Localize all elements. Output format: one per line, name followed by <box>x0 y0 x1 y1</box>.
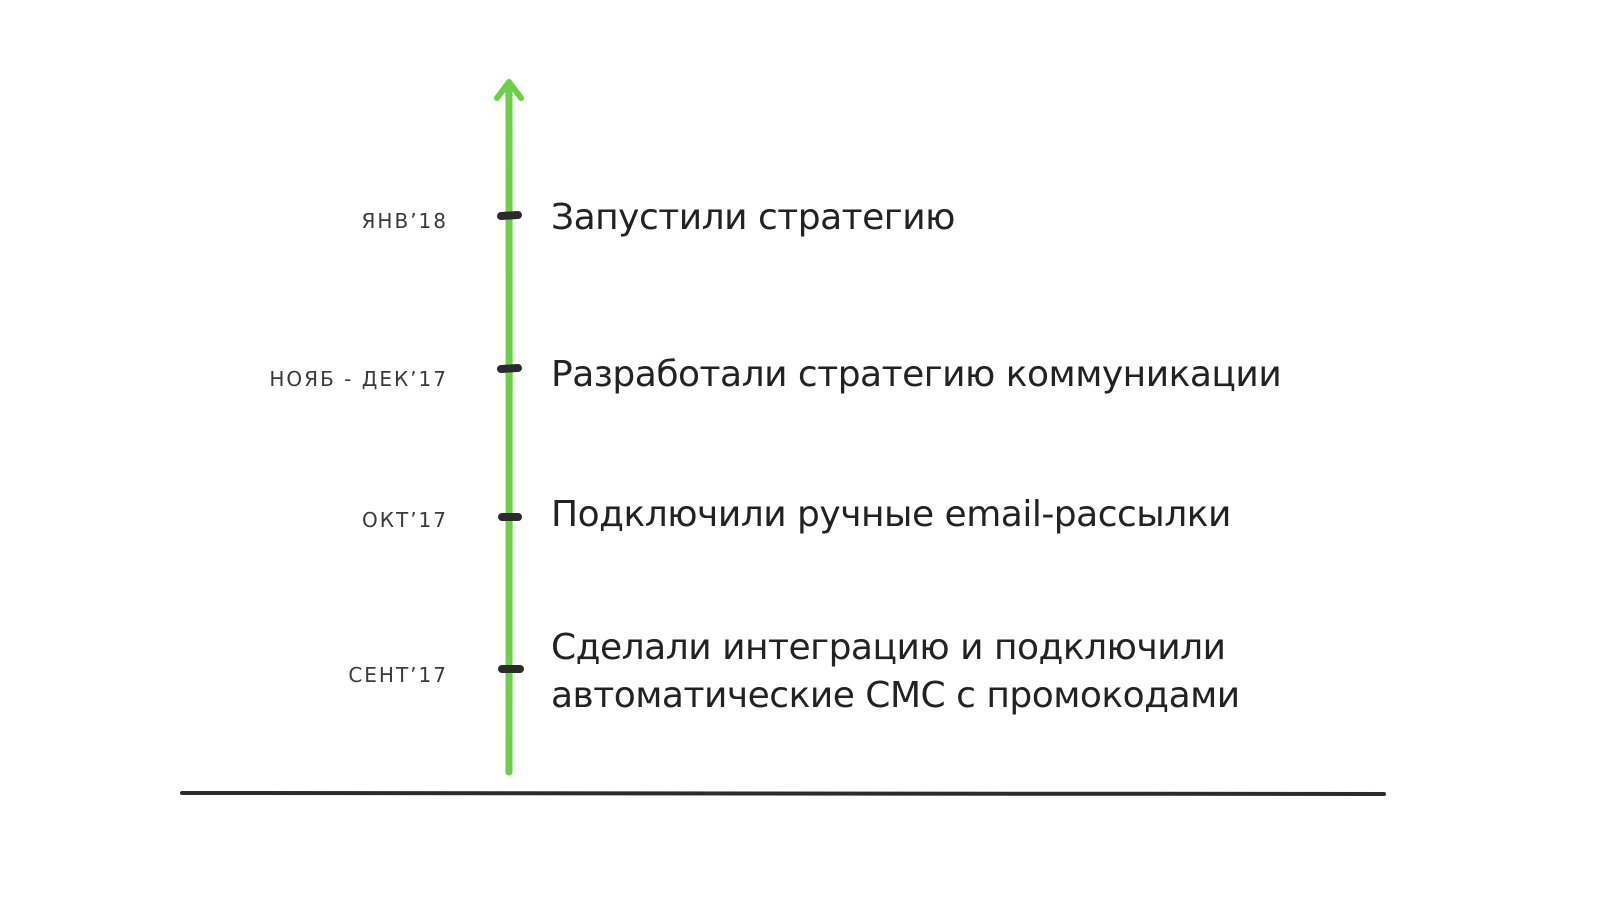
tick-mark <box>497 211 522 220</box>
timeline-axis <box>505 80 513 776</box>
date-label: СЕНТ’17 <box>348 663 448 687</box>
baseline <box>180 791 1386 796</box>
event-line: Разработали стратегию коммуникации <box>551 354 1282 395</box>
date-label: ЯНВ’18 <box>361 209 448 233</box>
event-description: Подключили ручные email-рассылки <box>551 491 1231 539</box>
event-line: автоматические СМС с промокодами <box>551 675 1240 716</box>
event-line: Подключили ручные email-рассылки <box>551 494 1231 535</box>
event-description: Разработали стратегию коммуникации <box>551 351 1282 399</box>
event-line: Сделали интеграцию и подключили <box>551 627 1226 668</box>
date-label: НОЯБ - ДЕК’17 <box>269 367 448 391</box>
tick-mark <box>497 364 522 373</box>
event-description: Сделали интеграцию и подключили автомати… <box>551 624 1240 720</box>
date-label: ОКТ’17 <box>362 508 448 532</box>
event-description: Запустили стратегию <box>551 194 955 242</box>
arrow-head-icon <box>494 79 524 101</box>
event-line: Запустили стратегию <box>551 197 955 238</box>
